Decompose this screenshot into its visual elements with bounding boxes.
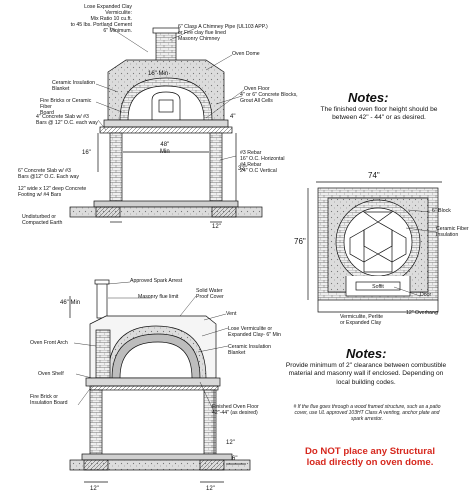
side-section bbox=[69, 279, 251, 483]
label-fire-brick-side: Fire Brick or Insulation Board bbox=[30, 394, 68, 406]
label-masonry-flue: Masonry flue limit bbox=[138, 294, 179, 300]
label-waterproof-cover: Solid Water Proof Cover bbox=[196, 288, 224, 300]
dim-16-min: 16" Min bbox=[148, 71, 169, 77]
label-ceramic-blanket: Ceramic Insulation Blanket bbox=[52, 80, 95, 92]
notes-heading-2: Notes: bbox=[346, 346, 387, 361]
dim-16in: 16" bbox=[82, 150, 91, 156]
label-ceramic-fiber: Ceramic Fiber Insulation bbox=[436, 226, 469, 238]
dim-76in: 76" bbox=[294, 237, 306, 246]
label-door: Door bbox=[420, 292, 432, 298]
label-fire-bricks: Fire Bricks or Ceramic Fiber Board bbox=[40, 98, 92, 116]
label-vermiculite-plan: Vermiculite, Perlite or Expanded Clay bbox=[340, 314, 383, 326]
dim-6in-side: 6" bbox=[232, 456, 238, 462]
label-earth: Undisturbed or Compacted Earth bbox=[22, 214, 63, 226]
dim-48-min: 48" Min bbox=[160, 142, 170, 155]
label-soffit: Soffit bbox=[372, 284, 384, 290]
plan-view bbox=[307, 181, 442, 313]
label-footing: 12" wide x 12" deep Concrete Footing w/ … bbox=[18, 186, 87, 198]
label-front-arch: Oven Front Arch bbox=[30, 340, 68, 346]
leader-lines bbox=[73, 25, 437, 413]
label-oven-floor: Oven Floor bbox=[244, 86, 270, 92]
label-spark-arrest: Approved Spark Arrest bbox=[130, 278, 183, 284]
structural-warning: Do NOT place any Structural load directl… bbox=[304, 446, 436, 468]
label-concrete-blocks: 4" or 6" Concrete Blocks, Grout All Cell… bbox=[240, 92, 298, 104]
dim-32in: 32" bbox=[238, 166, 247, 172]
label-4in-slab: 4" Concrete Slab w/ #3 Bars @ 12" O.C. e… bbox=[36, 114, 98, 126]
front-elevation bbox=[69, 27, 263, 223]
dim-12in: 12" bbox=[212, 224, 221, 230]
label-oven-dome: Oven Dome bbox=[232, 51, 260, 57]
label-oven-shelf: Oven Shelf bbox=[38, 371, 64, 377]
dim-12in-side: 12" bbox=[226, 440, 235, 446]
label-rebar: #3 Rebar 16" O.C. Horizontal #4 Rebar 24… bbox=[240, 150, 285, 174]
label-6in-block: 6" Block bbox=[432, 208, 451, 214]
notes-text-2: Provide minimum of 2" clearance between … bbox=[285, 362, 447, 386]
label-overhang: 12" Overhang bbox=[406, 310, 438, 316]
dim-46-min: 46" Min bbox=[60, 300, 81, 306]
label-finished-floor: Finished Oven Floor 42"-44" (as desired) bbox=[212, 404, 259, 416]
label-expanded-clay: Lose Expanded Clay Vermiculite: Mix Rati… bbox=[70, 4, 132, 34]
dim-4in: 4" bbox=[230, 114, 236, 120]
dim-74in: 74" bbox=[368, 171, 380, 180]
notes-text-1: The finished oven floor height should be… bbox=[320, 106, 438, 122]
dim-12in-right: 12" bbox=[206, 486, 215, 492]
label-6in-slab: 6" Concrete Slab w/ #3 Bars @12" O.C. Ea… bbox=[18, 168, 80, 180]
label-vent: Vent bbox=[226, 311, 237, 317]
label-ceramic-blanket-side: Ceramic Insulation Blanket bbox=[228, 344, 271, 356]
flue-note: # If the flue goes through a wood framed… bbox=[293, 404, 441, 423]
notes-heading-1: Notes: bbox=[348, 90, 389, 105]
label-loose-vermiculite: Lose Vermiculite or Expanded Clay- 6" Mi… bbox=[228, 326, 281, 338]
dim-12in-left: 12" bbox=[90, 486, 99, 492]
label-chimney-pipe: 6" Class A Chimney Pipe (UL103 APP.) or … bbox=[178, 24, 268, 42]
